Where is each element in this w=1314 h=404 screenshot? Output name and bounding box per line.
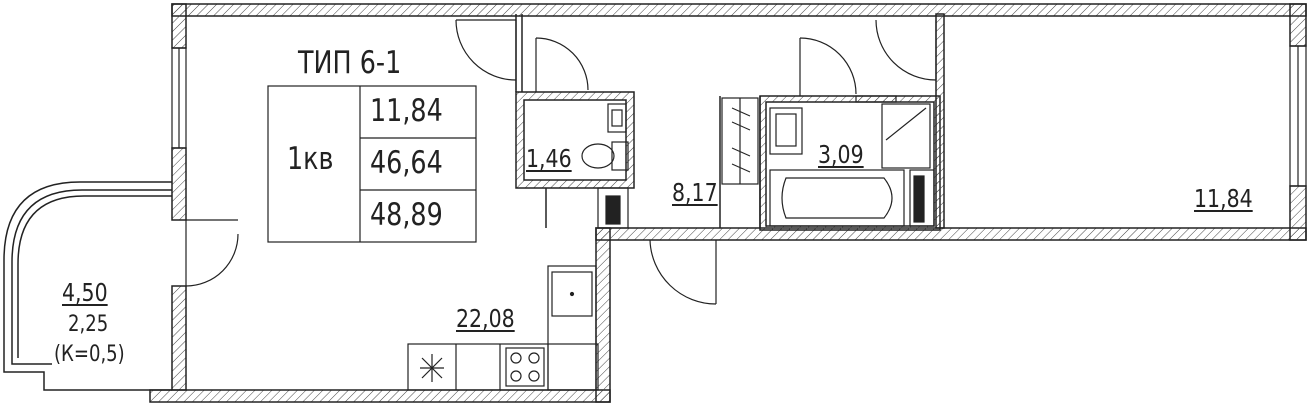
wall-bottom-right: [595, 227, 1307, 241]
rooms-label: 1кв: [287, 141, 334, 177]
legend-table: [267, 85, 477, 243]
bathtub: [769, 169, 905, 227]
room-area-hall: 8,17: [672, 178, 718, 207]
wall-right-lower: [1289, 185, 1307, 241]
wall-bottom-living: [149, 389, 611, 403]
summary-living-area: 11,84: [370, 93, 443, 129]
balcony-area: 4,50: [62, 278, 108, 307]
wall-bedroom-partition: [935, 13, 945, 229]
kitchen-counter: [547, 265, 597, 391]
balcony-reduced-area: 2,25: [68, 312, 109, 337]
wall-left-mid: [171, 147, 187, 221]
wall-left-upper: [171, 3, 187, 49]
wall-right-upper: [1289, 3, 1307, 47]
fridge-icon: [420, 354, 444, 382]
windows: [171, 45, 1307, 187]
room-area-bedroom: 11,84: [1194, 184, 1253, 213]
doors: [185, 19, 937, 305]
stove-icon: [505, 347, 545, 387]
toilet: [611, 141, 629, 171]
walls: [149, 3, 1307, 403]
room-area-kitchen-living: 22,08: [456, 304, 515, 333]
fixtures: [407, 95, 935, 391]
wall-left-lower: [171, 285, 187, 391]
wall-top: [171, 3, 1307, 17]
bath-sink: [769, 107, 803, 155]
summary-total-area: 46,64: [370, 145, 443, 181]
room-area-wc: 1,46: [526, 144, 572, 173]
washing-machine: [881, 103, 931, 169]
balcony: [3, 181, 172, 391]
summary-total-with-balcony: 48,89: [370, 197, 443, 233]
balcony-coefficient: (К=0,5): [54, 342, 125, 367]
type-label: ТИП 6-1: [298, 45, 402, 81]
kitchen-sink: [551, 271, 593, 317]
room-area-bathroom: 3,09: [818, 140, 864, 169]
wc-sink: [607, 103, 627, 133]
